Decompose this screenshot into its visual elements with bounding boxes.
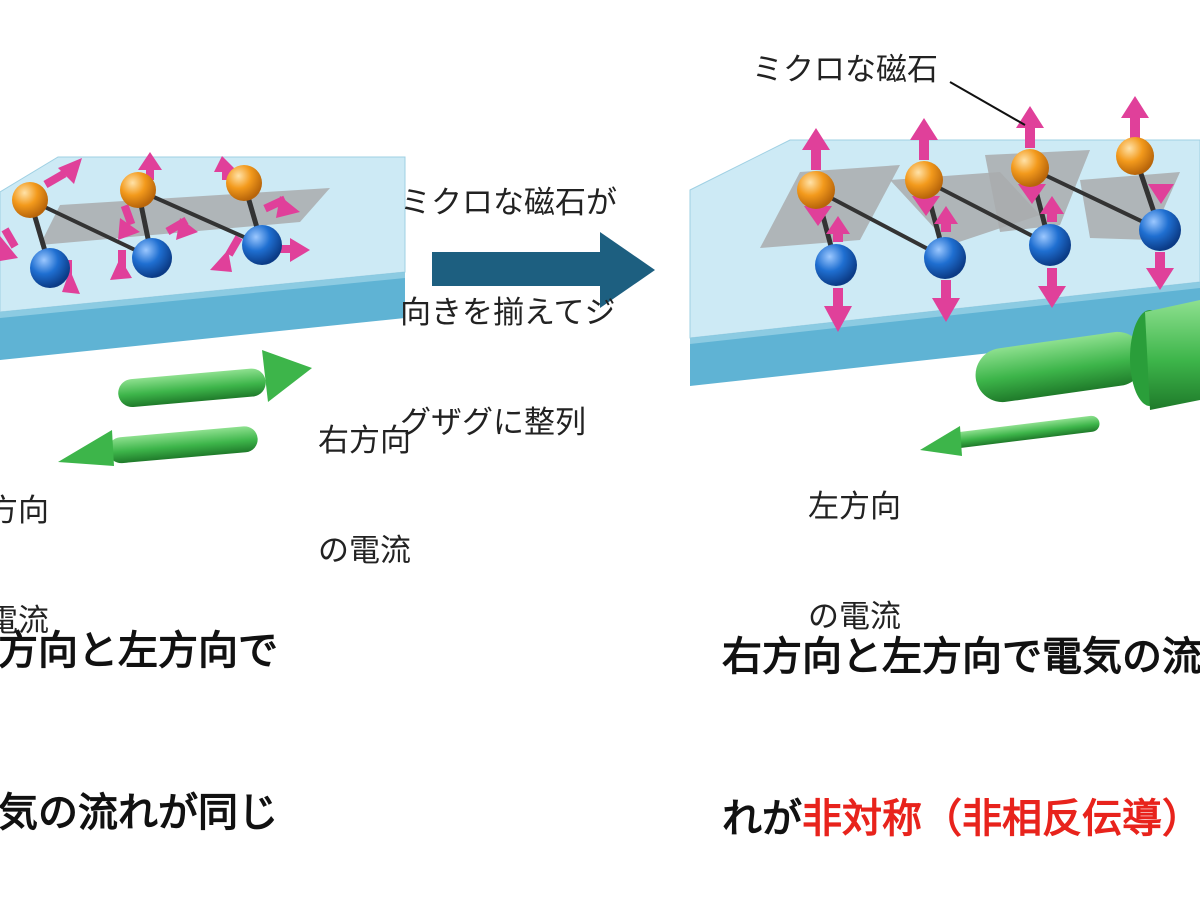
right-atoms xyxy=(797,137,1181,286)
right-magnet-label: ミクロな磁石 xyxy=(752,52,938,88)
diagram-canvas xyxy=(0,81,1200,466)
center-transition-arrow xyxy=(432,232,655,308)
caption-prefix: れが xyxy=(722,796,802,842)
caption-line: 右方向と左方向で xyxy=(0,628,278,674)
magnet-callout-line xyxy=(949,81,1026,126)
left-atoms xyxy=(12,165,282,288)
caption-line: 右方向と左方向で電気の流 xyxy=(722,634,1200,680)
left-left-current-arrow xyxy=(58,426,258,466)
right-big-current-arrow xyxy=(975,300,1200,410)
label-line: の電流 xyxy=(318,532,411,569)
left-spin-arrows xyxy=(0,152,310,294)
right-small-current-arrow xyxy=(920,415,1100,456)
center-caption-line: グザグに整列 xyxy=(400,404,586,441)
left-left-current-label: 左方向 の電流 xyxy=(0,420,49,676)
right-left-current-label: 左方向 の電流 xyxy=(808,416,901,672)
right-spin-arrows xyxy=(802,96,1174,332)
left-slab xyxy=(0,156,406,360)
caption-highlight: 非対称（非相反伝導） xyxy=(802,796,1200,842)
label-line: 左方向 xyxy=(0,493,49,530)
center-caption: ミクロな磁石が 向きを揃えてジ グザグに整列 xyxy=(400,112,617,478)
label-line: の電流 xyxy=(0,602,49,639)
label-line: 右方向 xyxy=(318,423,411,460)
left-right-current-label: 右方向 の電流 xyxy=(318,350,411,606)
center-caption-line: 向きを揃えてジ xyxy=(400,294,616,331)
caption-line: 電気の流れが同じ xyxy=(0,790,278,836)
label-line: の電流 xyxy=(808,598,901,635)
left-bottom-caption: 右方向と左方向で 電気の流れが同じ xyxy=(0,516,278,894)
left-right-current-arrow xyxy=(118,350,312,408)
caption-line-2: れが非対称（非相反伝導） xyxy=(722,792,1200,846)
right-bottom-caption: 右方向と左方向で電気の流 れが非対称（非相反伝導） xyxy=(722,522,1200,900)
center-caption-line: ミクロな磁石が xyxy=(400,185,617,222)
label-line: 左方向 xyxy=(808,489,901,526)
